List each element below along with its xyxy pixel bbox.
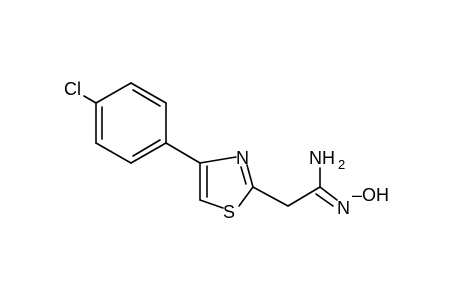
bond	[199, 156, 237, 164]
hydroxyl-label: OH	[362, 185, 389, 205]
bond-c2-ch2	[252, 186, 289, 207]
bond	[238, 186, 254, 207]
double-bond-inner	[132, 89, 161, 107]
bond-c-cl	[83, 95, 97, 104]
thiazole-ring	[199, 156, 254, 209]
bond	[199, 199, 224, 209]
hydroxyl-bond-label: –	[352, 185, 362, 205]
double-bond-inner	[240, 166, 247, 185]
bond	[130, 82, 167, 104]
amine-subscript: 2	[338, 157, 345, 172]
bond	[130, 142, 167, 164]
bond-ch2-camidine	[287, 186, 321, 207]
thiazole-sulfur-label: S	[223, 202, 235, 222]
benzene-ring	[95, 82, 167, 164]
bond-c-n-oxime	[319, 186, 338, 201]
double-bond-inner	[132, 139, 161, 157]
bond-phenyl-thiazole	[165, 142, 201, 164]
thiazole-nitrogen-label: N	[236, 148, 249, 168]
amine-label: NH	[309, 148, 335, 168]
bond	[95, 142, 132, 164]
double-bond-inner	[315, 193, 334, 207]
bond	[95, 82, 132, 104]
bond	[246, 164, 254, 188]
chlorine-label: Cl	[64, 79, 81, 99]
oxime-nitrogen-label: N	[337, 198, 350, 218]
